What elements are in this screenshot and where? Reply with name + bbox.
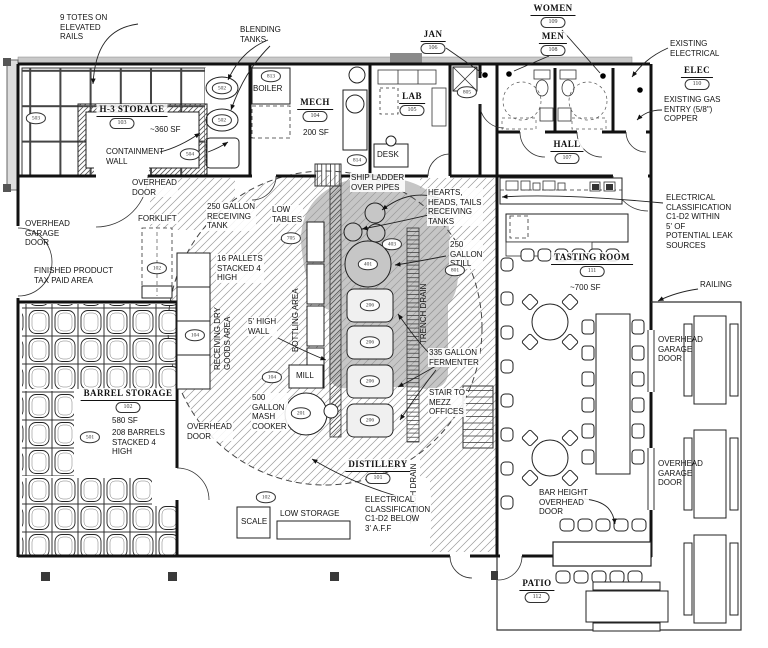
label-elec-class-below: ELECTRICAL CLASSIFICATION C1-D2 BELOW 3'… — [364, 495, 432, 533]
label-finished-product: FINISHED PRODUCT TAX PAID AREA — [34, 266, 114, 285]
equip-tag-low-tables: 705 — [280, 232, 302, 244]
label-existing-electrical: EXISTING ELECTRICAL — [670, 39, 720, 58]
label-overhead-garage-door-left: OVERHEAD GARAGE DOOR — [25, 219, 70, 247]
label-fermenter: 335 GALLON FERMENTER — [428, 348, 480, 367]
label-overhead-door-mid: OVERHEAD DOOR — [186, 422, 233, 441]
room-tag-mech: 104 — [302, 111, 328, 122]
room-name-women: WOMEN — [530, 3, 576, 16]
equip-tag-fermenter-2: 206 — [359, 336, 381, 348]
equip-tag-dry-goods: 104 — [184, 329, 206, 341]
equip-tag-mill: 104 — [261, 371, 283, 383]
label-hearts-heads-tails: HEARTS, HEADS, TAILS RECEIVING TANKS — [427, 188, 483, 226]
room-tag-barrel-storage: 102 — [115, 402, 141, 413]
room-name-tasting: TASTING ROOM — [551, 252, 633, 265]
label-stair: STAIR TO MEZZ OFFICES — [428, 388, 467, 417]
label-existing-gas: EXISTING GAS ENTRY (5/8") COPPER — [664, 95, 721, 123]
equip-tag-mash-cooker: 201 — [290, 407, 312, 419]
equip-tag-jan-unit: 805 — [456, 86, 478, 98]
label-low-storage: LOW STORAGE — [280, 509, 340, 518]
equip-tag-barrels: 501 — [79, 431, 101, 443]
equip-tag-containment-tank: 504 — [179, 148, 201, 160]
label-mill: MILL — [296, 371, 314, 380]
label-railing: RAILING — [700, 280, 733, 289]
equip-tag-fermenter-1: 206 — [359, 299, 381, 311]
label-containment-wall: CONTAINMENT WALL — [106, 147, 165, 166]
room-name-patio: PATIO — [519, 578, 555, 591]
equip-tag-still-unit: 801 — [444, 264, 466, 276]
equip-tag-forklift: 102 — [146, 262, 168, 274]
room-name-jan: JAN — [420, 29, 446, 42]
room-tag-tasting: 111 — [579, 266, 605, 277]
label-pallets: 16 PALLETS STACKED 4 HIGH — [216, 254, 264, 283]
label-low-tables: LOW TABLES — [271, 205, 304, 224]
equip-tag-totes-rack: 503 — [25, 112, 47, 124]
room-tag-distillery: 101 — [365, 473, 391, 484]
room-tag-men: 108 — [540, 45, 566, 56]
area-barrel-storage: 580 SF — [112, 416, 138, 425]
note-barrel-storage: 208 BARRELS STACKED 4 HIGH — [112, 428, 165, 456]
label-desk: DESK — [377, 150, 399, 159]
room-tag-elec: 110 — [684, 79, 710, 90]
label-overhead-garage-door-right-2: OVERHEAD GARAGE DOOR — [658, 459, 703, 487]
equip-tag-fermenter-4: 206 — [359, 414, 381, 426]
label-elec-class-within: ELECTRICAL CLASSIFICATION C1-D2 WITHIN 5… — [666, 193, 733, 250]
room-tag-women: 109 — [540, 17, 566, 28]
label-blending-tanks: BLENDING TANKS — [240, 25, 281, 44]
equip-tag-receiving-tanks: 403 — [381, 238, 403, 250]
room-tag-hall: 107 — [554, 153, 580, 164]
label-overhead-door-top: OVERHEAD DOOR — [131, 178, 178, 197]
equip-tag-mech-unit: 814 — [346, 154, 368, 166]
label-scale: SCALE — [241, 517, 268, 526]
label-overhead-garage-door-right-1: OVERHEAD GARAGE DOOR — [658, 335, 703, 363]
area-tasting: ~700 SF — [570, 283, 601, 292]
label-receiving-tank: 250 GALLON RECEIVING TANK — [206, 202, 257, 231]
room-name-barrel-storage: BARREL STORAGE — [80, 388, 176, 401]
room-tag-jan: 106 — [420, 43, 446, 54]
label-totes: 9 TOTES ON ELEVATED RAILS — [60, 13, 108, 41]
label-bottling-area: BOTTLING AREA — [291, 288, 300, 352]
area-h3-storage: ~360 SF — [150, 125, 181, 134]
area-mech: 200 SF — [303, 128, 329, 137]
room-name-distillery: DISTILLERY — [345, 459, 411, 472]
label-forklift: FORKLIFT — [137, 214, 178, 224]
room-tag-lab: 105 — [399, 105, 425, 116]
equip-tag-scale: 102 — [255, 491, 277, 503]
room-name-hall: HALL — [550, 139, 584, 152]
equip-tag-still: 401 — [357, 258, 379, 270]
equip-tag-blending-2: 502 — [211, 114, 233, 126]
room-name-men: MEN — [538, 31, 568, 44]
label-high-wall: 5' HIGH WALL — [247, 317, 278, 336]
label-mash-cooker: 500 GALLON MASH COOKER — [251, 393, 288, 431]
equip-tag-blending-1: 502 — [211, 82, 233, 94]
label-receiving-dry-goods: RECEIVING DRY GOODS AREA — [213, 307, 232, 370]
room-name-h3-storage: H-3 STORAGE — [96, 104, 168, 117]
room-tag-patio: 112 — [524, 592, 550, 603]
label-boiler: BOILER — [253, 84, 283, 93]
label-bar-height-door: BAR HEIGHT OVERHEAD DOOR — [538, 488, 589, 517]
equip-tag-fermenter-3: 206 — [359, 375, 381, 387]
label-trench-drain-upper: TRENCH DRAIN — [419, 283, 428, 344]
room-tag-h3-storage: 103 — [109, 118, 135, 129]
label-still: 250 GALLON STILL — [449, 240, 484, 269]
room-name-lab: LAB — [399, 91, 425, 104]
room-name-mech: MECH — [297, 97, 333, 110]
room-name-elec: ELEC — [680, 65, 714, 78]
label-ship-ladder: SHIP LADDER OVER PIPES — [350, 173, 406, 192]
equip-tag-boiler: 813 — [260, 70, 282, 82]
